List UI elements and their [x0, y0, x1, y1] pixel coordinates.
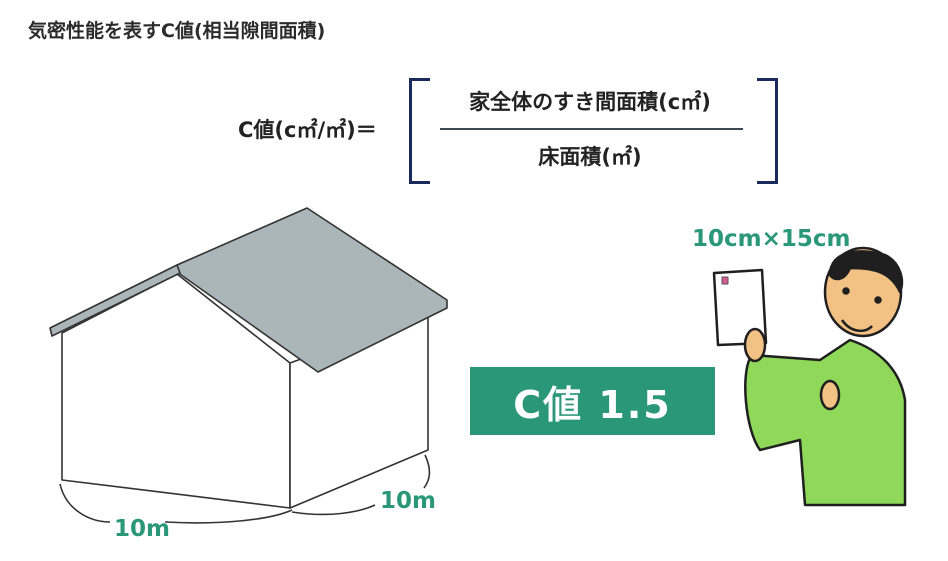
fraction-line [440, 128, 743, 130]
formula-lhs: C値(c㎡/㎡)＝ [238, 118, 377, 142]
house-depth-label: 10m [380, 488, 436, 514]
card-size-label: 10cm×15cm [692, 226, 851, 252]
stamp [721, 276, 729, 285]
formula-denominator: 床面積(㎡) [538, 145, 642, 169]
man-illustration [712, 246, 907, 507]
page-title: 気密性能を表すC値(相当隙間面積) [28, 20, 326, 42]
c-value-result-badge: C値 1.5 [470, 367, 715, 435]
formula-numerator: 家全体のすき間面積(c㎡) [469, 90, 711, 114]
right-bracket [757, 78, 778, 184]
depth-dimension-arc [291, 454, 431, 516]
pointing-hand [819, 379, 841, 411]
house-width-label: 10m [114, 516, 170, 542]
hand [743, 327, 767, 363]
house-eave [49, 264, 181, 337]
man-body [744, 338, 907, 507]
house-illustration [49, 207, 448, 524]
left-bracket [409, 78, 430, 184]
man-hair [828, 250, 904, 294]
width-dimension-arc [59, 483, 293, 524]
